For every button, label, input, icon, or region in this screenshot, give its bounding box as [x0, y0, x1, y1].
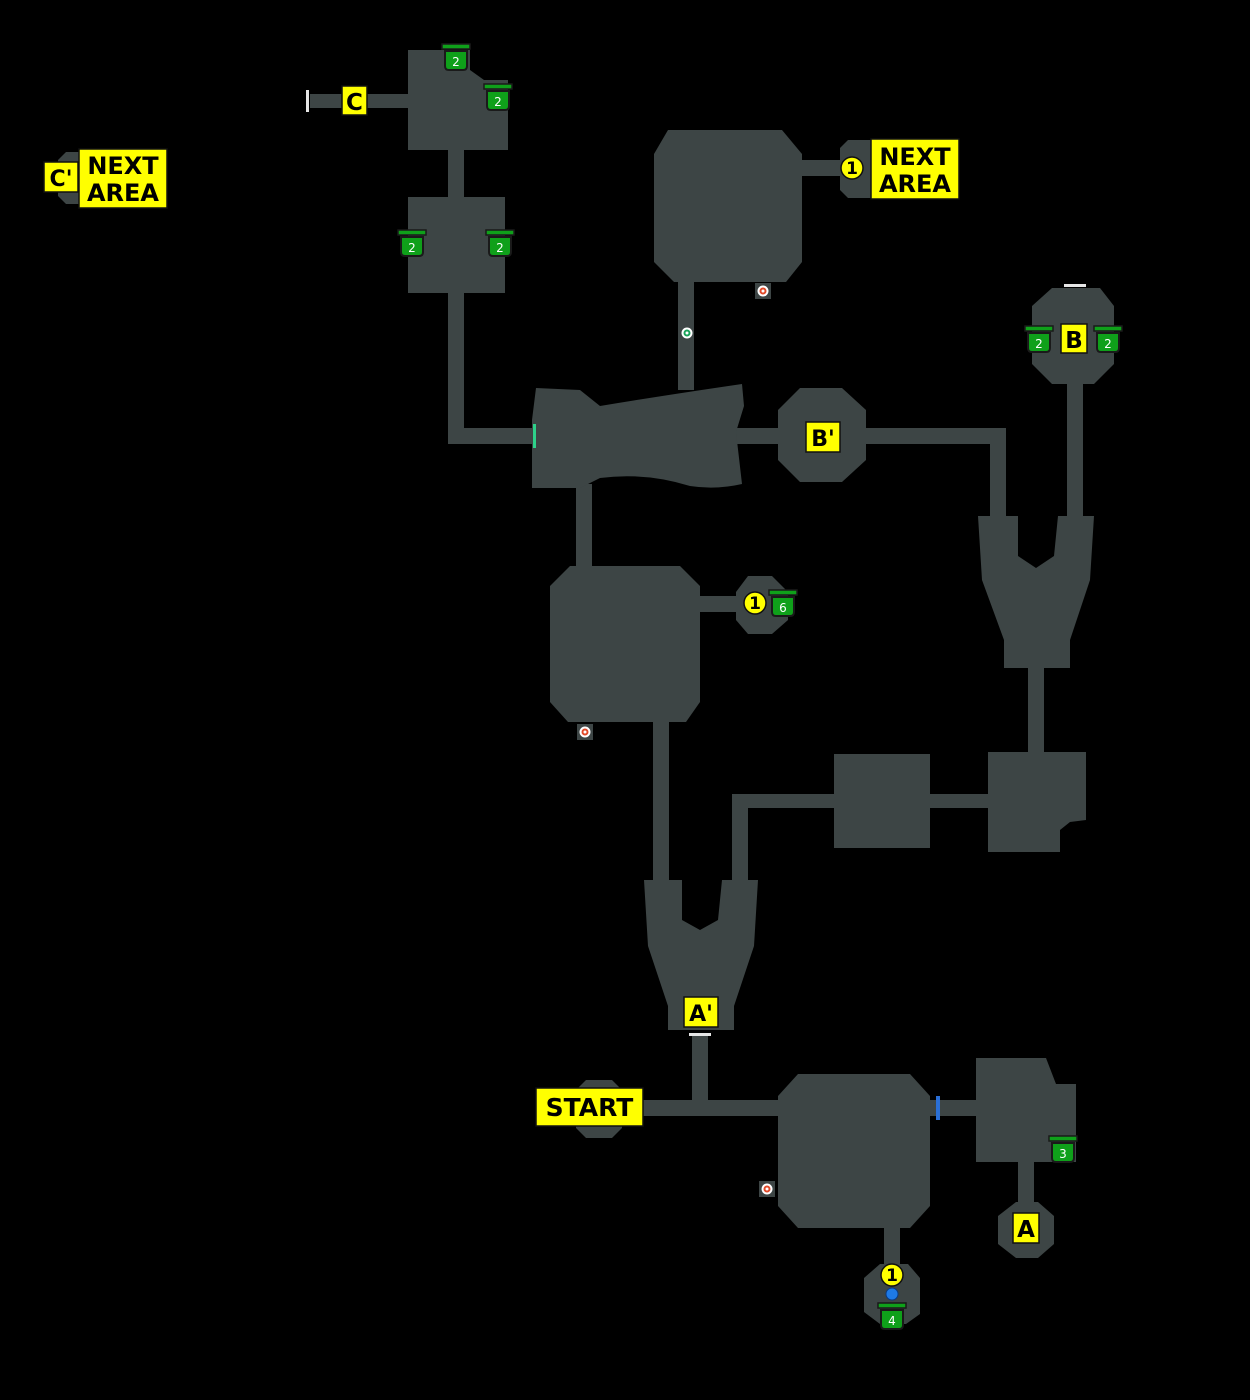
- chest-count: 2: [494, 95, 502, 109]
- room-west-hall: [550, 566, 700, 722]
- label-next-area-top: NEXT AREA: [870, 138, 960, 200]
- enemy-markers: [577, 283, 775, 1197]
- corridor-to-lower-y: [732, 794, 836, 808]
- corridor-y-to-east-room: [1028, 668, 1044, 756]
- door-c-west[interactable]: [306, 90, 309, 112]
- target-ring-icon: [577, 724, 593, 740]
- label-c: C: [341, 85, 368, 116]
- label-b: B: [1060, 323, 1088, 354]
- label-start: START: [535, 1087, 644, 1127]
- target-ring-icon: [759, 1181, 775, 1197]
- chest-count: 3: [1059, 1147, 1067, 1161]
- next-area-top-line2: AREA: [879, 170, 951, 198]
- label-a-prime: A': [683, 996, 719, 1028]
- target-ring-icon: [755, 283, 771, 299]
- room-central-hub: [532, 384, 744, 488]
- corridor-east-alcove: [696, 596, 742, 612]
- chest-count: 2: [1104, 337, 1112, 351]
- marker-one-east: 1: [743, 591, 767, 615]
- corridor-south-alcove: [884, 1226, 900, 1268]
- room-middle-east: [834, 754, 930, 848]
- corridor-lower-y-right: [732, 794, 748, 884]
- corridor-to-a-room: [928, 1100, 980, 1116]
- corridor-hub-to-west-hall: [576, 484, 592, 570]
- treasure-chest-icon[interactable]: 6: [768, 589, 798, 617]
- corridor-a-room-down: [1018, 1160, 1034, 1208]
- marker-one-south: 1: [880, 1263, 904, 1287]
- room-upper-y-junction: [978, 516, 1094, 668]
- chest-count: 2: [496, 241, 504, 255]
- svg-text:A': A': [689, 1002, 713, 1027]
- label-a: A: [1012, 1212, 1040, 1244]
- corridor-to-hub: [448, 428, 536, 444]
- label-c-prime: C': [43, 161, 79, 193]
- svg-text:B: B: [1065, 328, 1083, 354]
- treasure-chest-icon[interactable]: 2: [441, 43, 471, 71]
- door-south-hall-east[interactable]: [936, 1096, 940, 1120]
- chest-count: 2: [1035, 337, 1043, 351]
- corridor-rooms-link: [928, 794, 990, 808]
- corridor-mid-down: [448, 290, 464, 444]
- marker-one-label: 1: [886, 1266, 898, 1286]
- svg-text:START: START: [546, 1093, 634, 1122]
- room-east: [988, 752, 1086, 852]
- door-b-north[interactable]: [1064, 284, 1086, 287]
- corridor-bprime-east: [864, 428, 1006, 444]
- corridor-bprime-down: [990, 428, 1006, 520]
- treasure-chest-icon[interactable]: 2: [1093, 325, 1123, 353]
- label-next-area-left: NEXT AREA: [78, 148, 168, 209]
- door-aprime-south[interactable]: [689, 1033, 711, 1036]
- marker-one-label: 1: [846, 159, 858, 179]
- corridors: [310, 94, 1083, 1268]
- corridor-lower-y-left: [653, 720, 669, 884]
- doors: [306, 90, 1086, 1120]
- save-point-icon[interactable]: [885, 1287, 899, 1301]
- next-area-left-line2: AREA: [87, 179, 159, 207]
- room-north-hall: [654, 130, 802, 282]
- treasure-chest-icon[interactable]: 2: [1024, 325, 1054, 353]
- marker-one-top: 1: [840, 156, 864, 180]
- marker-one-label: 1: [749, 594, 761, 614]
- treasure-chest-icon[interactable]: 4: [877, 1302, 907, 1330]
- chest-count: 2: [408, 241, 416, 255]
- treasure-chest-icon[interactable]: 2: [483, 83, 513, 111]
- corridor-next-area-top: [800, 160, 846, 176]
- svg-text:C: C: [346, 90, 363, 116]
- chest-count: 2: [452, 55, 460, 69]
- svg-text:C': C': [50, 167, 73, 192]
- room-c-north: [408, 50, 508, 150]
- door-hub-west[interactable]: [533, 424, 536, 448]
- corridor-hub-to-bprime: [736, 428, 782, 444]
- treasure-chest-icon[interactable]: 2: [397, 229, 427, 257]
- room-lower-y-junction: [644, 880, 758, 1030]
- corridor-b-down: [1067, 378, 1083, 520]
- next-area-top-line1: NEXT: [879, 143, 951, 171]
- treasure-chest-icon[interactable]: 2: [485, 229, 515, 257]
- chest-count: 4: [888, 1314, 896, 1328]
- treasure-chest-icon[interactable]: 3: [1048, 1135, 1078, 1163]
- corridor-aprime-down: [692, 1034, 708, 1108]
- svg-text:B': B': [811, 427, 835, 452]
- corridor-c-to-mid: [448, 148, 464, 200]
- room-south-hall: [778, 1074, 930, 1228]
- corridor-start-east: [640, 1100, 782, 1116]
- chest-count: 6: [779, 601, 787, 615]
- target-ring-icon: [681, 327, 693, 339]
- next-area-left-line1: NEXT: [87, 152, 159, 180]
- label-b-prime: B': [805, 421, 841, 453]
- svg-text:A: A: [1017, 1217, 1035, 1243]
